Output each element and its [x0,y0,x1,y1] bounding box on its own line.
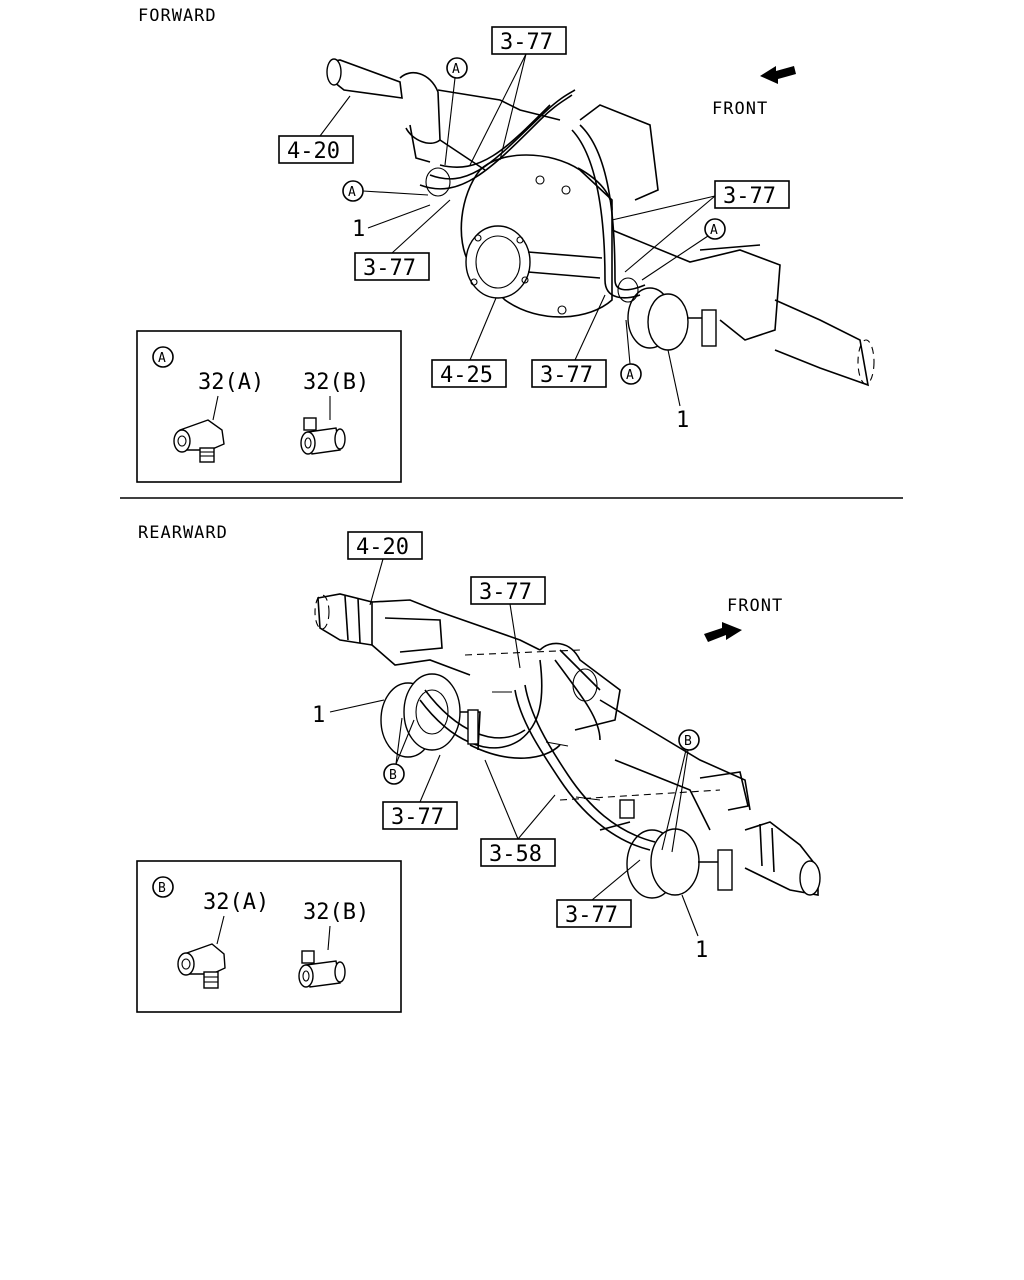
forward-title: FORWARD [138,6,217,26]
callout-box [556,899,632,928]
rearward-axle-drawing [314,593,821,899]
callout-box [347,531,423,560]
detail-b-part-32b: 32(B) [303,900,369,925]
forward-marker-a-top: A [452,62,460,77]
callout-box [278,135,354,164]
detail-b-part-32a: 32(A) [203,890,269,915]
elbow-fitting-icon [177,943,226,989]
rearward-callout-4-20: 4-20 [356,535,409,560]
forward-detail-box: A 32(A) 32(B) [136,330,402,483]
forward-callout-3-77-left: 3-77 [363,256,416,281]
rearward-detail-box: B 32(A) 32(B) [136,860,402,1013]
rearward-front-label: FRONT [727,596,783,616]
detail-a-marker: A [158,351,166,366]
rearward-marker-b-right: B [684,734,692,749]
rearward-marker-b-left: B [389,768,397,783]
forward-callouts: 3-77 4-20 3-77 3-77 4-25 3-77 1 1 [278,26,790,433]
callout-box [531,359,607,388]
detail-a-part-32a: 32(A) [198,370,264,395]
rearward-callout-3-77-top: 3-77 [479,580,532,605]
rearward-callout-3-58: 3-58 [489,842,542,867]
forward-front-label: FRONT [712,99,768,119]
forward-callout-3-77-bottom: 3-77 [540,363,593,388]
callout-box [431,359,507,388]
front-arrow-icon [704,622,742,642]
front-arrow-icon [760,66,796,84]
forward-callout-3-77-top: 3-77 [500,30,553,55]
callout-box [491,26,567,55]
elbow-fitting-icon [173,419,225,463]
forward-item-1-right: 1 [676,408,689,433]
rearward-title: REARWARD [138,523,228,543]
forward-callout-4-25: 4-25 [440,363,493,388]
callout-box [470,576,546,605]
rearward-item-1-right: 1 [695,938,708,963]
callout-box [480,838,556,867]
forward-markers: A A A A [342,57,726,385]
forward-marker-a-bottom: A [626,368,634,383]
detail-a-part-32b: 32(B) [303,370,369,395]
forward-marker-a-right: A [710,223,718,238]
detail-b-marker: B [158,881,166,896]
tee-fitting-icon [300,417,346,455]
tee-fitting-icon [298,950,346,988]
rearward-callouts: 4-20 3-77 3-77 3-58 3-77 1 1 [312,531,708,963]
forward-callout-3-77-right: 3-77 [723,184,776,209]
rearward-section: REARWARD FRONT [136,523,821,1013]
callout-box [354,252,430,281]
rearward-item-1-left: 1 [312,703,325,728]
callout-box [382,801,458,830]
callout-box [714,180,790,209]
forward-item-1-left: 1 [352,217,365,242]
rearward-callout-3-77-left: 3-77 [391,805,444,830]
forward-marker-a-left: A [348,185,356,200]
rearward-markers: B B [383,717,700,853]
rearward-callout-3-77-right: 3-77 [565,903,618,928]
forward-callout-4-20: 4-20 [287,139,340,164]
forward-section: FORWARD FRONT [136,6,875,483]
forward-axle-drawing [326,58,875,387]
